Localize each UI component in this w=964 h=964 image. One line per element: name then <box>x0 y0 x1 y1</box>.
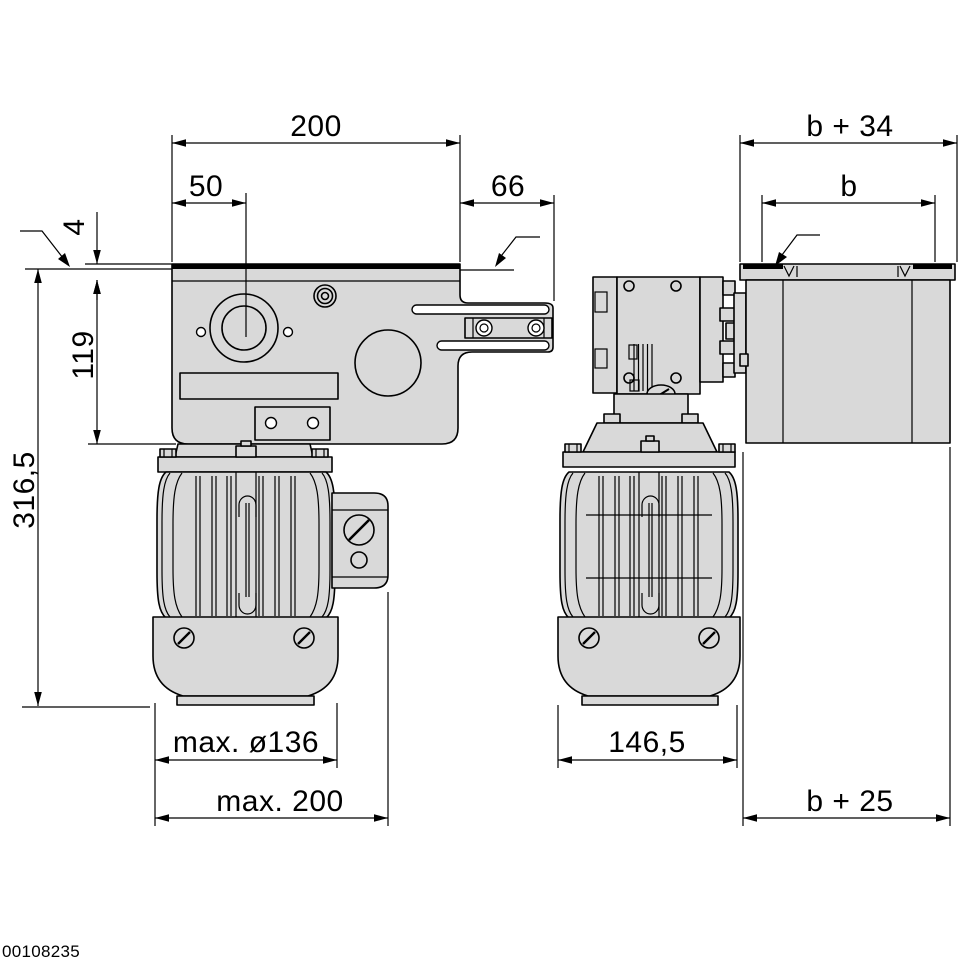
bracket-body <box>745 279 951 444</box>
front-view <box>152 263 554 706</box>
name-plate <box>179 372 339 400</box>
motor-center-channel <box>235 472 257 618</box>
terminal-box <box>331 492 389 589</box>
neck-foot-right <box>681 413 699 424</box>
terminal-plate-hole-left <box>264 416 278 430</box>
dim-text-b: b <box>840 170 857 203</box>
dim-text-b25: b + 25 <box>806 785 893 818</box>
side-motor-shoulder-lines <box>564 472 734 618</box>
dimensions-front: 200 50 66 4 119 316,5 max. ø136 max. 200 <box>8 110 555 826</box>
arm-slot-top <box>411 304 550 315</box>
dim-text-66: 66 <box>491 170 525 203</box>
clamp-plate <box>464 317 553 339</box>
motor-flange <box>157 456 333 473</box>
cover-screw-left <box>173 627 195 649</box>
face-hole-right <box>282 326 294 338</box>
side-flange <box>699 276 724 383</box>
countersink-mark-left <box>783 265 798 278</box>
neck-foot-left <box>603 413 621 424</box>
clamp-screw-left-inner <box>479 323 489 333</box>
fan-cover-foot <box>176 695 315 706</box>
terminal-plate <box>254 406 331 441</box>
side-flange-lug-top <box>722 280 736 296</box>
side-flange-bolts <box>564 435 736 453</box>
strip-notch-top <box>594 291 608 313</box>
fill-screw-outer <box>313 284 337 308</box>
cover-screw-right <box>293 627 315 649</box>
dim-text-max200: max. 200 <box>216 785 343 818</box>
clamp-screw-right <box>527 319 545 337</box>
dim-text-200: 200 <box>290 110 342 143</box>
cover-screw-left-slot <box>177 631 191 645</box>
side-cover-screw-right-slot <box>702 631 716 645</box>
side-cover-screw-left <box>578 627 600 649</box>
dim-text-146-5: 146,5 <box>608 726 686 759</box>
motor-cooling-fins <box>195 476 296 616</box>
fill-screw-mid <box>316 287 334 305</box>
coupling-step-bottom <box>719 340 736 355</box>
side-view <box>557 263 956 706</box>
clamp-screw-right-inner <box>531 323 541 333</box>
dimensions-side: b + 34 b 146,5 b + 25 <box>557 110 958 826</box>
dim-text-b34: b + 34 <box>806 110 893 143</box>
side-cover-screw-left-slot <box>582 631 596 645</box>
gland-hole <box>350 551 368 569</box>
countersink-mark-right <box>897 265 911 278</box>
dim-text-o136: max. ø136 <box>173 726 319 759</box>
strip-notch-bottom <box>594 348 608 369</box>
dim-text-50: 50 <box>189 170 223 203</box>
housing-cover-circle <box>354 329 422 397</box>
gland-screw <box>343 514 375 546</box>
gearbox-bolt-tl <box>623 280 635 292</box>
output-shaft <box>221 305 267 351</box>
document-number: 00108235 <box>2 942 80 961</box>
gearbox-side-face <box>616 276 701 395</box>
side-motor-center-channel <box>638 472 660 618</box>
clamp-screw-left <box>475 319 493 337</box>
gearbox-side-strip <box>592 276 618 394</box>
coupling-step-top <box>719 307 736 322</box>
cover-screw-right-slot <box>297 631 311 645</box>
gearbox-bolt-tr <box>670 280 682 292</box>
surface-finish-symbol-middle <box>495 236 540 267</box>
side-motor-flange <box>562 451 736 468</box>
gearbox-bolt-br <box>670 372 682 384</box>
side-cover-screw-right <box>698 627 720 649</box>
dim-text-119: 119 <box>67 330 100 379</box>
output-shaft-boss <box>209 293 279 363</box>
dim-text-316-5: 316,5 <box>8 451 41 529</box>
face-hole-left <box>195 326 207 338</box>
gearbox-ribs <box>628 344 653 392</box>
motor-shoulder-lines <box>161 472 331 618</box>
surface-finish-symbol-left <box>20 230 70 267</box>
side-fan-cover-foot <box>581 695 719 706</box>
bracket-tab <box>739 353 749 367</box>
fill-screw-inner <box>320 291 330 301</box>
dim-text-4: 4 <box>58 218 91 235</box>
arm-slot-bottom <box>436 340 550 351</box>
flange-bolts <box>159 440 329 458</box>
surface-finish-symbol-right <box>775 234 820 266</box>
side-adapter-neck <box>613 393 689 424</box>
terminal-plate-hole-right <box>306 416 320 430</box>
gland-screw-slot <box>348 519 370 541</box>
